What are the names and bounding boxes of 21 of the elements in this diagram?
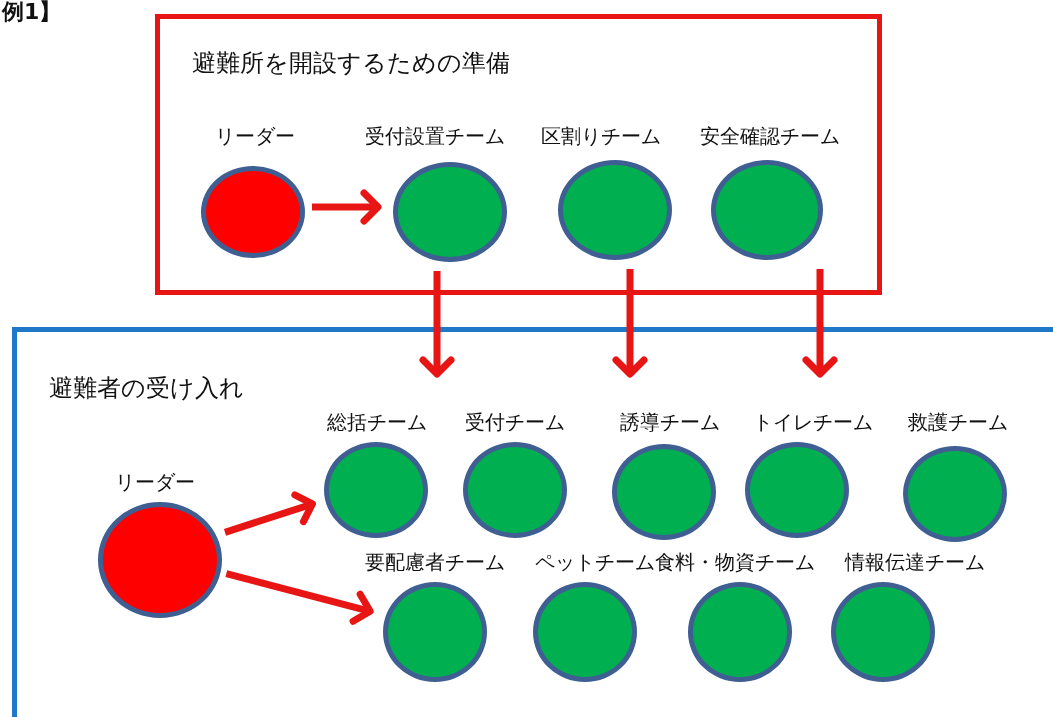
- group-frame: [155, 14, 882, 295]
- team-label: リーダー: [215, 123, 295, 150]
- team-label: 食料・物資チーム: [655, 549, 815, 576]
- arrow: [223, 491, 316, 536]
- group-heading: 避難者の受け入れ: [49, 373, 244, 404]
- team-label: リーダー: [115, 469, 195, 496]
- team-label: 受付チーム: [465, 409, 565, 436]
- team-label: 区割りチーム: [541, 123, 661, 150]
- group-heading: 避難所を開設するための準備: [192, 48, 510, 79]
- team-label: 総括チーム: [327, 409, 427, 436]
- arrow: [225, 570, 374, 625]
- team-label: 救護チーム: [908, 409, 1008, 436]
- team-label: 情報伝達チーム: [845, 549, 985, 576]
- team-label: ペットチーム: [535, 549, 655, 576]
- team-label: 誘導チーム: [620, 409, 720, 436]
- team-label: 安全確認チーム: [700, 123, 840, 150]
- team-label: トイレチーム: [753, 409, 873, 436]
- team-label: 受付設置チーム: [365, 123, 505, 150]
- team-label: 要配慮者チーム: [365, 549, 505, 576]
- group-frame: [12, 327, 1053, 717]
- heading-fragment: 例1】: [2, 0, 62, 26]
